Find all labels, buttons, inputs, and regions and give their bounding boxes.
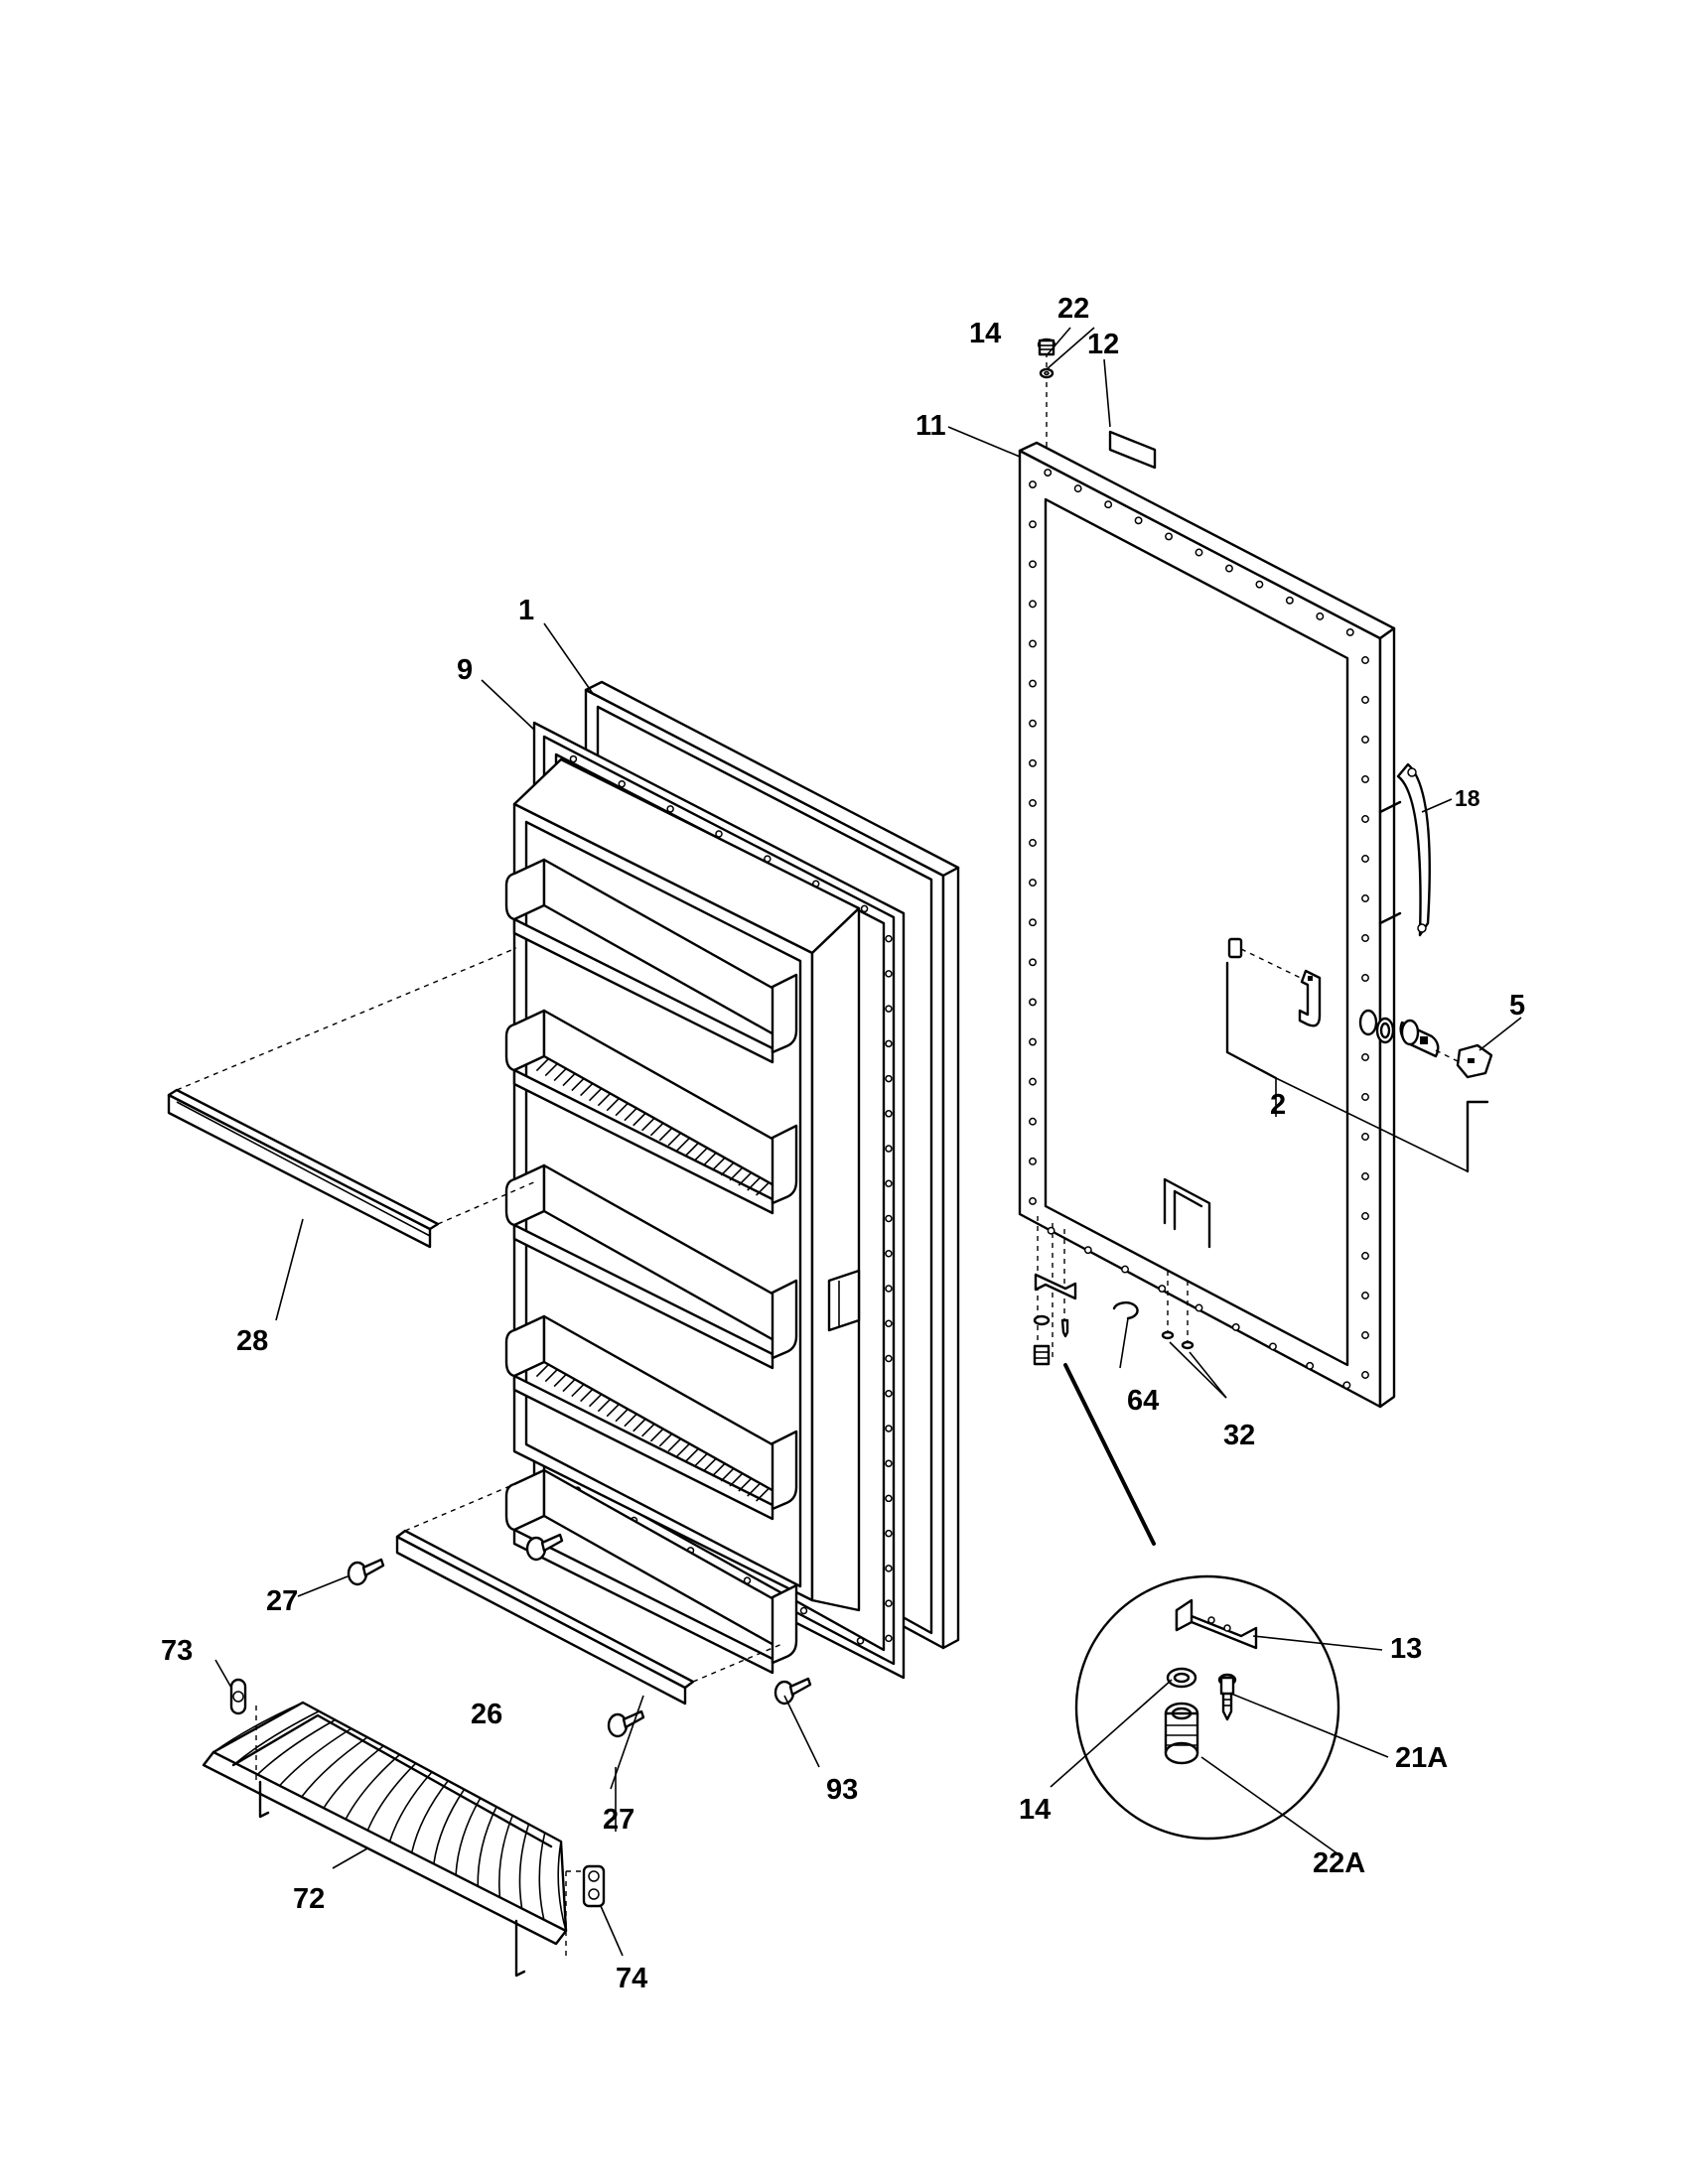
- door-handle: [1396, 762, 1431, 937]
- detail-view-circle: [1074, 1574, 1340, 1841]
- callout-72: 72: [293, 1883, 325, 1915]
- callout-14-detail: 14: [1019, 1794, 1051, 1826]
- door-shelf: [504, 1468, 798, 1675]
- outer-door-panel: [1018, 441, 1402, 1409]
- callout-9: 9: [457, 654, 473, 686]
- callout-18: 18: [1455, 785, 1480, 811]
- retainer-pin: [774, 1677, 812, 1706]
- callout-22A: 22A: [1313, 1847, 1365, 1879]
- callout-64: 64: [1127, 1385, 1159, 1417]
- callout-27-lower: 27: [603, 1804, 634, 1836]
- callout-labels: 1 2 5 9 11 12 13 14 14 18 21A 22 22A 26 …: [161, 293, 1525, 1994]
- callout-93: 93: [826, 1774, 858, 1806]
- retainer-pin: [525, 1533, 564, 1562]
- callout-14-top: 14: [969, 318, 1001, 349]
- retainer-pin: [347, 1558, 385, 1586]
- callout-73: 73: [161, 1635, 193, 1667]
- wire-basket: [202, 1701, 568, 1978]
- basket-clip-74: [565, 1864, 606, 1961]
- bottom-hinge-hardware: [1033, 1216, 1195, 1546]
- door-shelf: [504, 1314, 798, 1521]
- callout-1: 1: [518, 595, 534, 626]
- shelf-retainer-pins: [347, 1533, 812, 1738]
- callout-12: 12: [1087, 329, 1119, 360]
- shelf-rail-26: [395, 1478, 785, 1706]
- callout-74: 74: [616, 1963, 647, 1994]
- basket-clip-73: [229, 1678, 257, 1785]
- door-shelf: [504, 1163, 798, 1370]
- shelf-rail-28: [167, 947, 537, 1249]
- door-shelves: [504, 858, 798, 1675]
- callout-21A: 21A: [1395, 1742, 1448, 1774]
- callout-11: 11: [915, 410, 946, 442]
- callout-28: 28: [236, 1325, 268, 1357]
- panel-mounting-holes: [1029, 469, 1369, 1390]
- callout-2: 2: [1270, 1089, 1286, 1121]
- callout-22: 22: [1057, 293, 1089, 325]
- callout-13: 13: [1390, 1633, 1422, 1665]
- callout-26: 26: [471, 1699, 502, 1730]
- latch-assembly: [1225, 937, 1489, 1173]
- door-shelf: [504, 858, 798, 1064]
- lock-assembly: [1358, 1009, 1493, 1079]
- door-shelf: [504, 1009, 798, 1215]
- callout-27-upper: 27: [266, 1585, 298, 1617]
- leader-lines: [214, 327, 1522, 1957]
- retainer-pin: [607, 1709, 645, 1738]
- callout-5: 5: [1509, 990, 1525, 1022]
- callout-32: 32: [1223, 1420, 1255, 1451]
